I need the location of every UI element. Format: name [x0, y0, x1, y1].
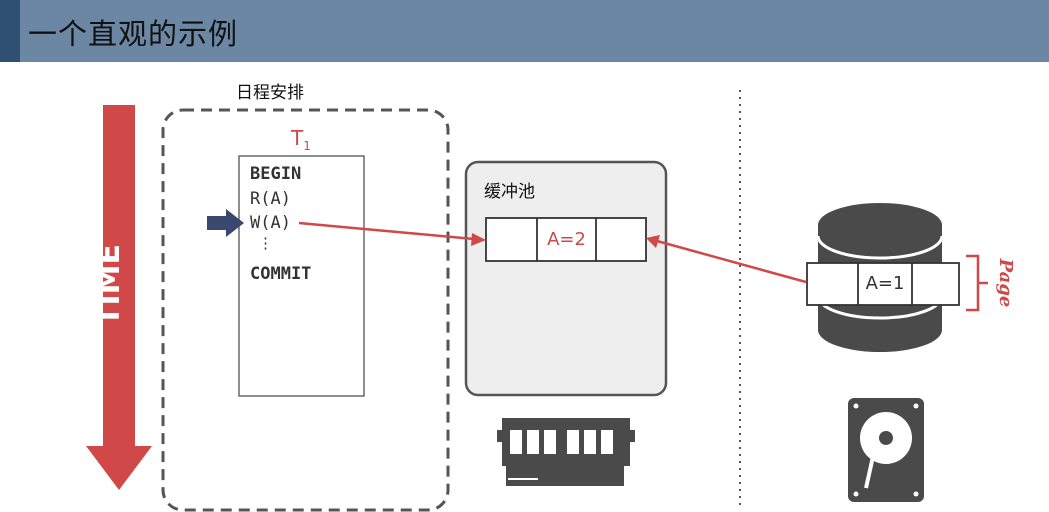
page-title: 一个直观的示例 — [28, 17, 239, 51]
disk-slot-value: A=1 — [865, 273, 905, 294]
op-read-a: R(A) — [250, 189, 291, 209]
op-begin: BEGIN — [250, 164, 302, 184]
op-ellipsis: ⋮ — [258, 234, 273, 252]
op-write-a: W(A) — [250, 213, 291, 233]
page-label: Page — [995, 258, 1016, 308]
time-label: TIME — [92, 244, 127, 326]
disk-page — [806, 262, 960, 306]
current-op-pointer-icon — [207, 209, 244, 237]
buffer-pool-label: 缓冲池 — [484, 182, 535, 202]
transaction-letter: T — [291, 126, 304, 150]
time-arrow-icon: TIME — [86, 105, 152, 490]
transaction-subscript: 1 — [303, 139, 311, 153]
buffer-slot-value: A=2 — [547, 229, 586, 250]
schedule-box — [161, 108, 450, 512]
transaction-box — [238, 155, 365, 397]
title-accent — [0, 0, 20, 62]
transaction-name: T1 — [291, 126, 311, 153]
write-arrow — [298, 221, 486, 246]
schedule-label: 日程安排 — [236, 83, 304, 103]
op-commit: COMMIT — [250, 264, 312, 284]
title-bar: 一个直观的示例 — [0, 0, 1049, 62]
fetch-arrow — [646, 235, 807, 284]
page-bracket — [966, 254, 988, 312]
memory-chip-icon — [497, 418, 635, 486]
hard-drive-icon — [848, 398, 924, 502]
buffer-page — [485, 217, 647, 262]
